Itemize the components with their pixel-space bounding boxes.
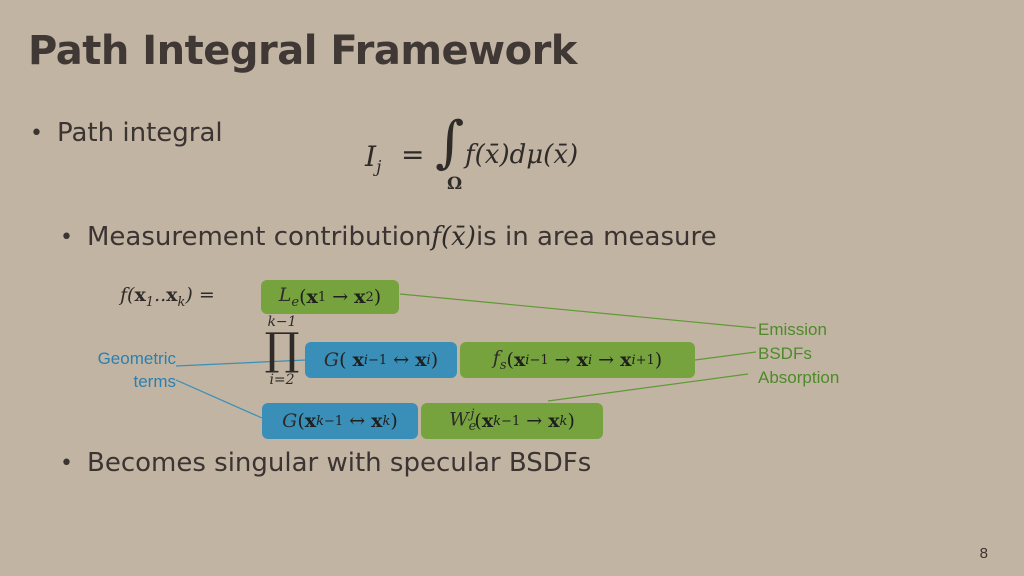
product-operator: k−1 ∏ i=2 bbox=[264, 314, 300, 388]
page-number: 8 bbox=[979, 545, 988, 562]
label-geometric-line2: terms bbox=[133, 372, 177, 391]
bullet-text-start: Measurement contribution bbox=[86, 222, 432, 252]
bullet-dot: • bbox=[60, 224, 73, 250]
label-absorption: Absorption bbox=[758, 368, 840, 387]
bullet-measurement-contribution: • Measurement contribution f(x̄) is in a… bbox=[60, 222, 717, 252]
bullet-dot: • bbox=[60, 450, 73, 476]
bullet-text-end: is in area measure bbox=[475, 222, 717, 252]
label-geometric-line1: Geometric bbox=[97, 349, 176, 368]
bullet-dot: • bbox=[30, 120, 43, 146]
measurement-function-lhs: f(x1..xk) = bbox=[120, 284, 215, 310]
label-geometric-terms: Geometric terms bbox=[60, 347, 176, 393]
bullet-singular: • Becomes singular with specular BSDFs bbox=[60, 448, 591, 478]
path-integral-equation: Ij = ∫ Ω f(x̄)dμ(x̄) bbox=[365, 110, 579, 194]
bullet-text: Path integral bbox=[56, 118, 223, 148]
label-bsdfs: BSDFs bbox=[758, 344, 812, 363]
inline-math-f: f(x̄) bbox=[431, 222, 476, 252]
bullet-path-integral: • Path integral bbox=[30, 118, 223, 148]
label-emission: Emission bbox=[758, 320, 827, 339]
slide-title: Path Integral Framework bbox=[28, 28, 577, 74]
bullet-text: Becomes singular with specular BSDFs bbox=[86, 448, 592, 478]
